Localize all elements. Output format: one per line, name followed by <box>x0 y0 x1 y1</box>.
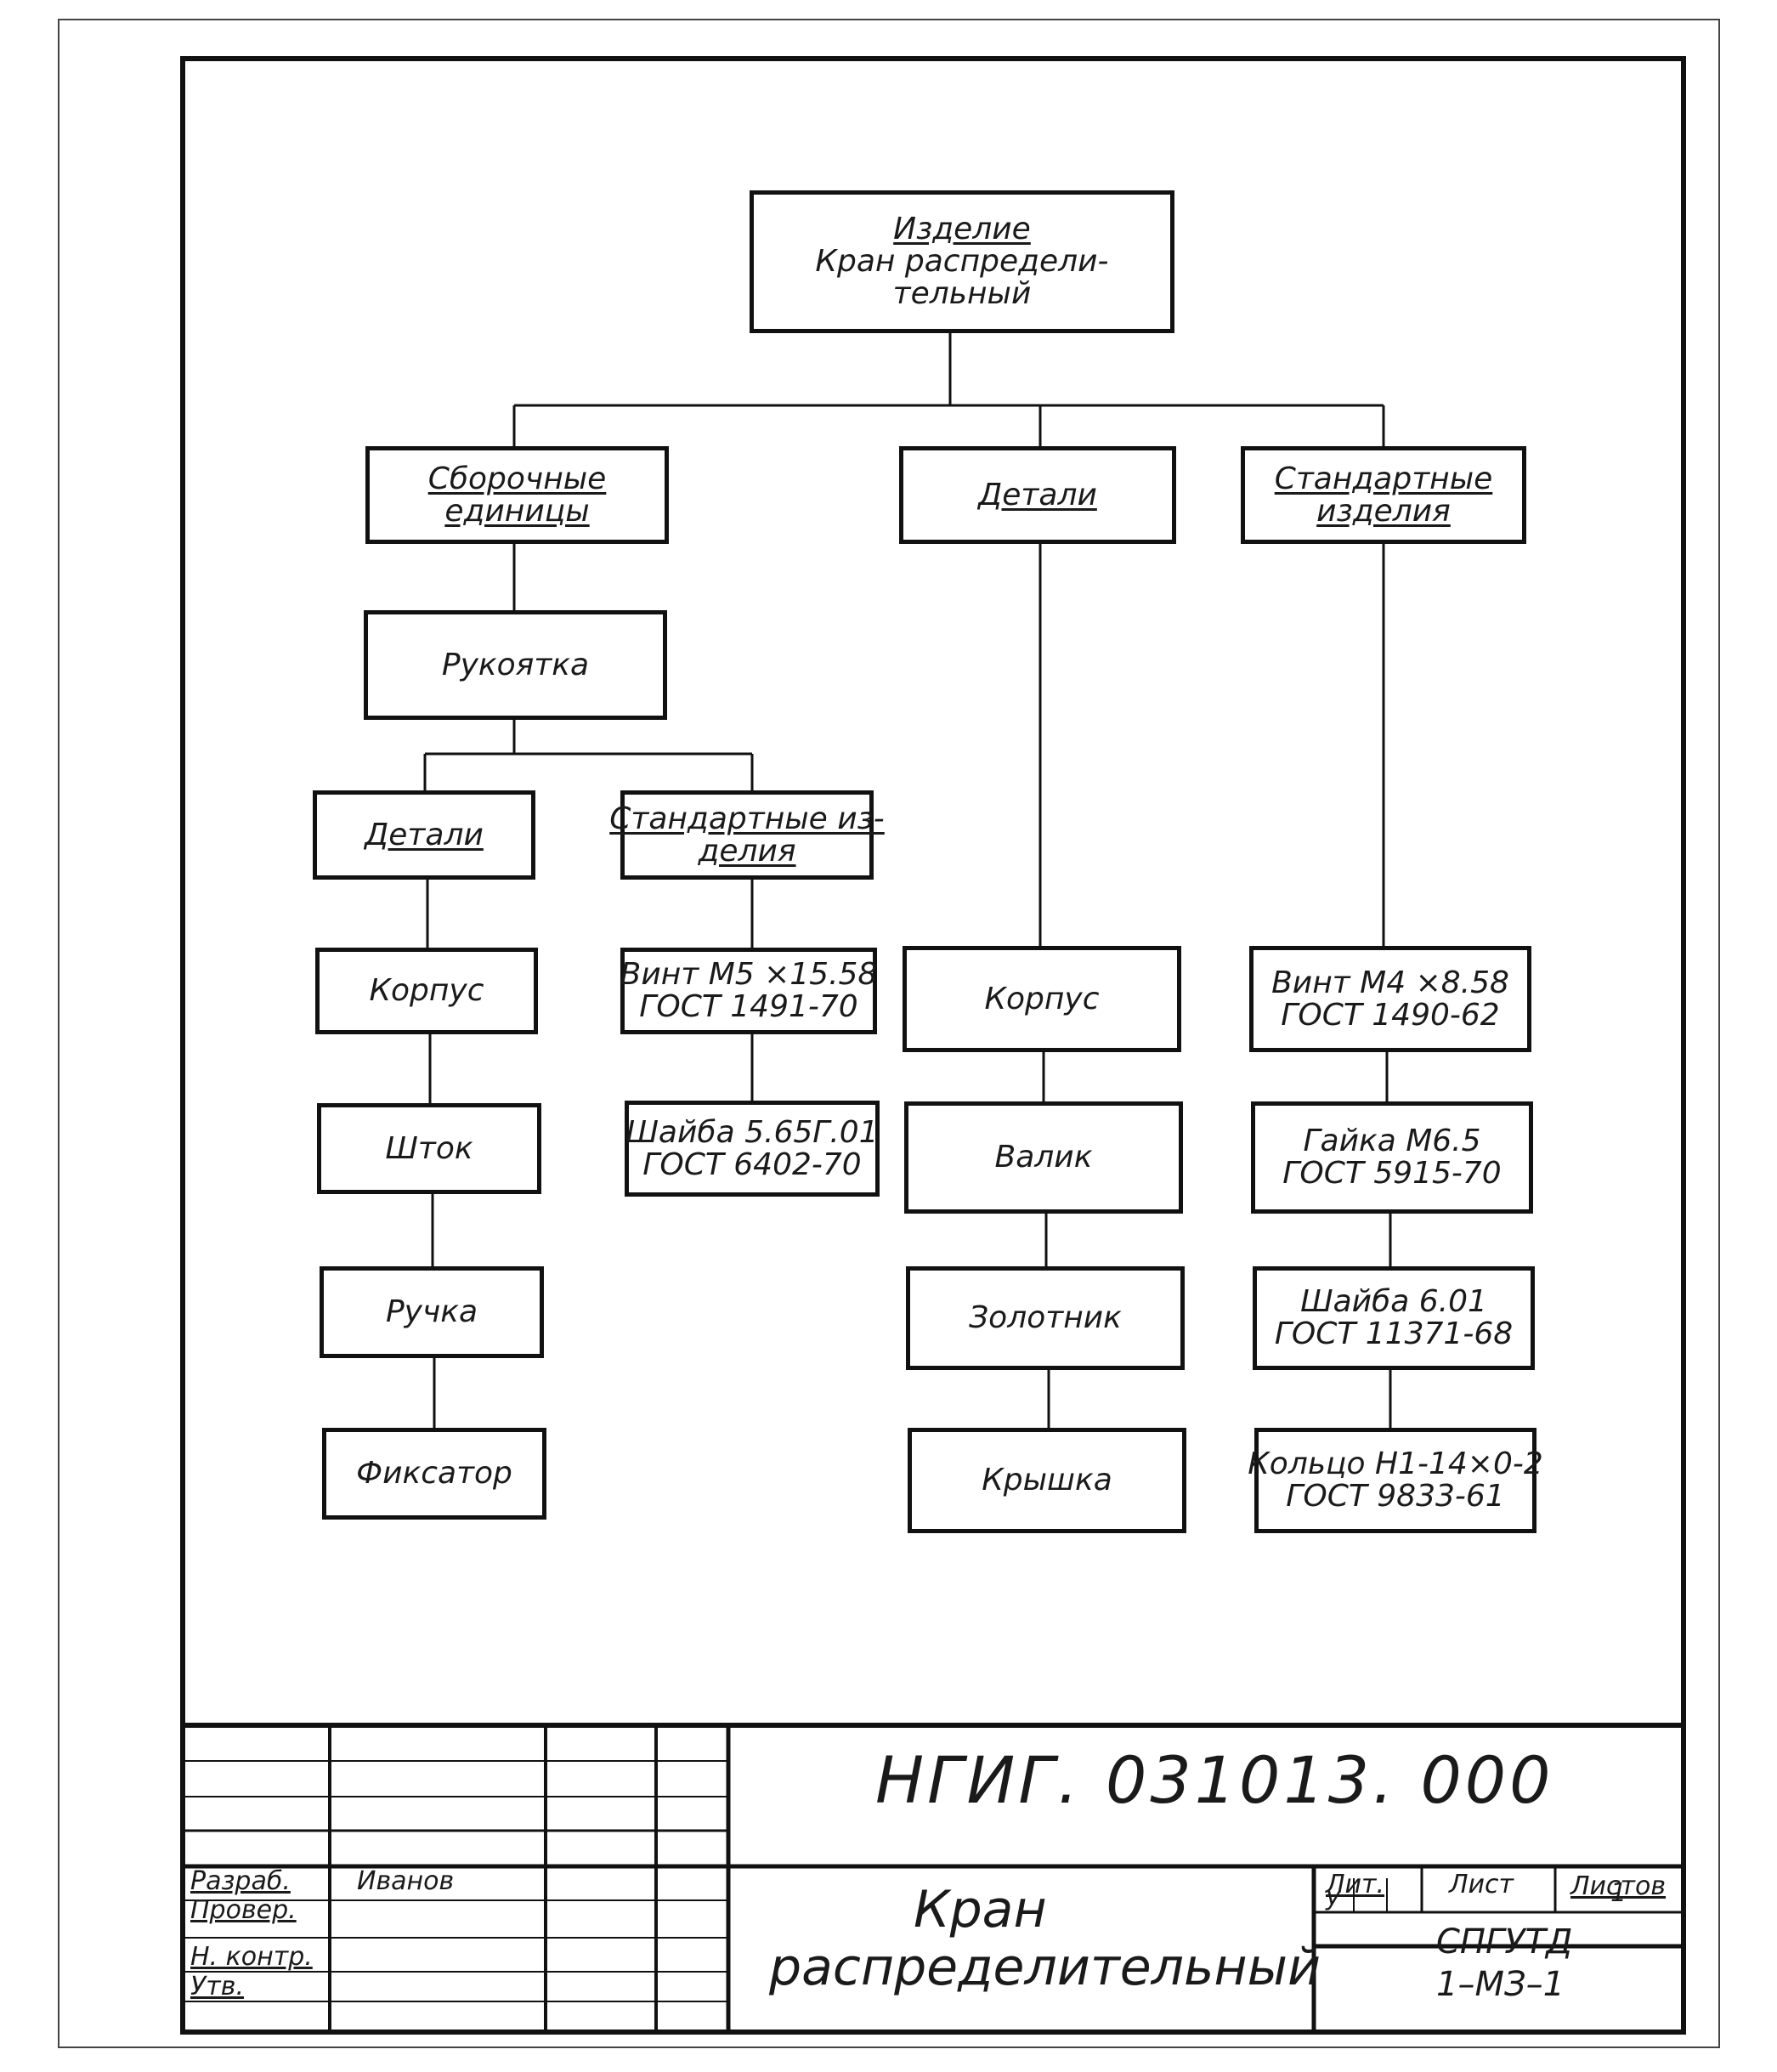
standard-items-box: Стандартные изделия <box>1241 446 1526 544</box>
standard-item-line2: ГОСТ 11371-68 <box>1274 1316 1514 1351</box>
handle-parts-group-box: Детали <box>313 790 535 880</box>
standard-item-line1: Винт М4 ×8.58 <box>1271 965 1509 1000</box>
lit-label: Лит. <box>1326 1870 1385 1899</box>
handle-standard-item-box: Шайба 5.65Г.01 ГОСТ 6402-70 <box>625 1101 880 1197</box>
parts-group-label: Детали <box>978 477 1097 512</box>
assembly-units-line2: единицы <box>444 493 590 529</box>
handle-part-box: Корпус <box>315 948 538 1034</box>
part-box: Золотник <box>906 1266 1185 1370</box>
part-box: Валик <box>904 1101 1183 1214</box>
part-label: Крышка <box>982 1463 1112 1498</box>
drawing-designation: НГИГ. 031013. 000 <box>875 1742 1554 1818</box>
handle-part-box: Фиксатор <box>322 1428 546 1520</box>
handle-part-label: Корпус <box>369 973 484 1009</box>
sheet-label: Лист <box>1449 1870 1514 1899</box>
outer-border <box>58 19 1720 2048</box>
standard-item-line1: Шайба 6.01 <box>1300 1284 1487 1320</box>
handle-standard-group-box: Стандартные из- делия <box>609 790 885 880</box>
handle-standard-group-line2: делия <box>698 833 796 869</box>
organization-line2: 1–МЗ–1 <box>1436 1965 1565 2004</box>
row-checked: Провер. <box>190 1895 297 1925</box>
root-name-line1: Кран распредели- <box>815 244 1109 280</box>
row-norm-control: Н. контр. <box>190 1942 313 1972</box>
handle-standard-group-line1: Стандартные из- <box>609 801 885 836</box>
row-approved: Утв. <box>190 1972 244 2001</box>
product-name-line1: Кран <box>914 1880 1047 1939</box>
handle-parts-group-label: Детали <box>365 817 484 852</box>
part-box: Корпус <box>903 946 1181 1052</box>
standard-item-box: Кольцо Н1-14×0-2 ГОСТ 9833-61 <box>1248 1428 1543 1533</box>
standard-item-line2: ГОСТ 9833-61 <box>1286 1479 1505 1514</box>
handle-part-box: Ручка <box>320 1266 544 1358</box>
handle-part-label: Фиксатор <box>356 1456 512 1492</box>
standard-items-line1: Стандартные <box>1274 461 1493 496</box>
parts-group-box: Детали <box>899 446 1176 544</box>
root-product-box: Изделие Кран распредели- тельный <box>750 190 1174 333</box>
handle-standard-item-line2: ГОСТ 1491-70 <box>639 989 858 1024</box>
sheets-value: 1 <box>1610 1878 1627 1908</box>
standard-item-box: Гайка М6.5 ГОСТ 5915-70 <box>1251 1101 1533 1214</box>
lit-value: у <box>1326 1882 1341 1911</box>
standard-item-line2: ГОСТ 1490-62 <box>1281 997 1500 1033</box>
root-name-line2: тельный <box>892 275 1032 311</box>
standard-items-line2: изделия <box>1316 493 1451 529</box>
standard-item-box: Винт М4 ×8.58 ГОСТ 1490-62 <box>1249 946 1531 1052</box>
handle-part-label: Ручка <box>385 1294 478 1330</box>
handle-part-label: Шток <box>385 1130 473 1166</box>
handle-standard-item-line2: ГОСТ 6402-70 <box>642 1146 862 1182</box>
developer-name: Иванов <box>357 1866 455 1896</box>
root-title: Изделие <box>893 212 1031 247</box>
row-developed: Разраб. <box>190 1866 291 1896</box>
standard-item-line2: ГОСТ 5915-70 <box>1282 1156 1502 1191</box>
part-label: Валик <box>994 1140 1093 1175</box>
part-box: Крышка <box>908 1428 1186 1533</box>
assembly-units-line1: Сборочные <box>427 461 607 496</box>
handle-standard-item-line1: Шайба 5.65Г.01 <box>625 1114 879 1150</box>
handle-part-box: Шток <box>317 1103 541 1194</box>
handle-standard-item-line1: Винт М5 ×15.58 <box>620 957 878 993</box>
handle-standard-item-box: Винт М5 ×15.58 ГОСТ 1491-70 <box>620 948 877 1034</box>
part-label: Корпус <box>984 981 1100 1016</box>
drawing-frame <box>180 56 1686 2035</box>
product-name-line2: распределительный <box>769 1938 1321 1997</box>
part-label: Золотник <box>969 1300 1122 1336</box>
organization-line1: СПГУТД <box>1436 1922 1573 1962</box>
standard-item-line1: Кольцо Н1-14×0-2 <box>1248 1446 1543 1482</box>
handle-assembly-box: Рукоятка <box>364 610 667 720</box>
standard-item-line1: Гайка М6.5 <box>1303 1124 1481 1159</box>
handle-assembly-label: Рукоятка <box>441 647 590 682</box>
standard-item-box: Шайба 6.01 ГОСТ 11371-68 <box>1253 1266 1535 1370</box>
sheets-label: Листов <box>1570 1871 1667 1901</box>
assembly-units-box: Сборочные единицы <box>365 446 669 544</box>
